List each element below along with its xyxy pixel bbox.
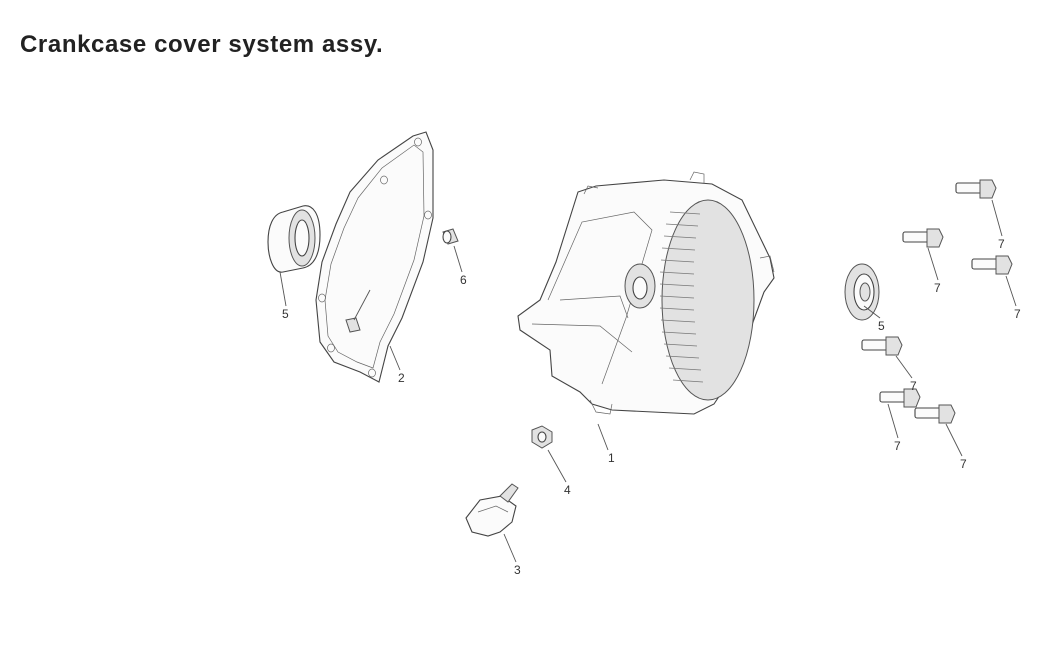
label-part-6: 6	[460, 273, 467, 287]
part-5-oil-seal-left[interactable]	[267, 205, 321, 273]
part-7-bolt-a[interactable]	[955, 179, 997, 199]
label-part-7-b: 7	[934, 281, 941, 295]
part-7-bolt-d[interactable]	[861, 336, 903, 356]
part-7-bolt-b[interactable]	[902, 228, 944, 248]
part-7-bolt-f[interactable]	[914, 404, 956, 424]
part-7-bolt-c[interactable]	[971, 255, 1013, 275]
part-5-oil-seal-right[interactable]	[844, 263, 880, 321]
part-labels: 1 2 3 4 5 5 6 7 7 7 7 7 7	[282, 237, 1021, 577]
label-part-4: 4	[564, 483, 571, 497]
label-part-1: 1	[608, 451, 615, 465]
label-part-5-right: 5	[878, 319, 885, 333]
label-part-7-c: 7	[1014, 307, 1021, 321]
label-part-3: 3	[514, 563, 521, 577]
label-part-2: 2	[398, 371, 405, 385]
part-4-nut[interactable]	[531, 425, 553, 449]
label-part-5-left: 5	[282, 307, 289, 321]
part-6-dowel-pin[interactable]	[442, 228, 459, 245]
label-part-7-d: 7	[910, 379, 917, 393]
part-2-gasket[interactable]	[315, 131, 434, 383]
part-3-wing-bolt[interactable]	[465, 483, 519, 537]
part-1-crankcase-cover[interactable]	[517, 171, 775, 415]
label-part-7-f: 7	[960, 457, 967, 471]
page-title: Crankcase cover system assy.	[20, 31, 384, 58]
label-part-7-a: 7	[998, 237, 1005, 251]
label-part-7-e: 7	[894, 439, 901, 453]
part-7-bolt-e[interactable]	[879, 388, 921, 408]
leader-lines	[279, 199, 1017, 563]
fan-fins	[659, 211, 704, 383]
